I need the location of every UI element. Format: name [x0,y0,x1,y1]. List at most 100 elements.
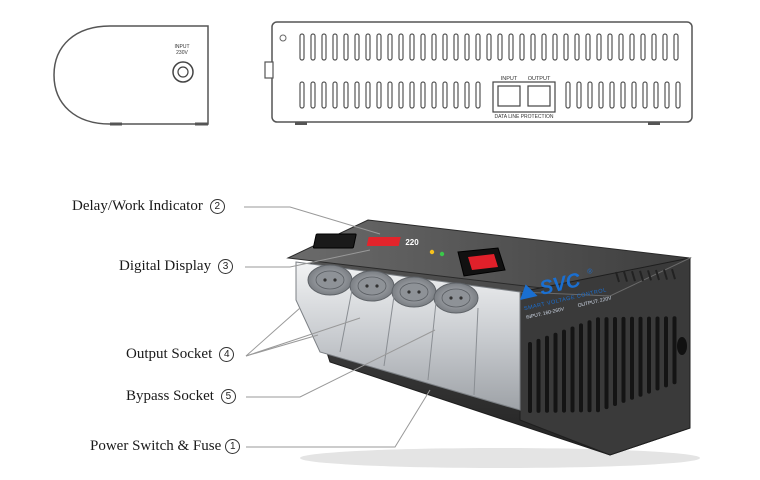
top-vent-slot [647,270,652,281]
rear-vent-slot [642,81,648,109]
front-vent-slot [604,317,609,410]
rear-vent-slot [343,33,349,61]
rear-vent-slot [354,33,360,61]
rear-vent-slot [563,33,569,61]
rear-view-drawing: INPUT OUTPUT DATA LINE PROTECTION [264,21,693,125]
rear-vent-slot [332,33,338,61]
callout-number: 4 [219,347,235,362]
rear-vent-slot [453,81,459,109]
socket-recess [399,282,429,302]
rear-output-port-label: OUTPUT [528,76,551,82]
side-input-label: INPUT [175,44,190,50]
rear-vent-slot [587,81,593,109]
rear-vent-slot [387,33,393,61]
callout-power-switch-fuse: Power Switch & Fuse 1 [90,438,241,455]
digital-display [312,233,357,249]
socket-pin-hole [417,290,421,294]
rear-vent-slot [662,33,668,61]
rear-vent-slot [508,33,514,61]
rear-vent-slot [596,33,602,61]
rear-vent-slot [541,33,547,61]
top-vent-slot [663,269,668,280]
rear-vent-slot [365,33,371,61]
rear-vent-slot [585,33,591,61]
side-view-drawing: INPUT 230V [53,25,209,126]
front-vent-slot [613,317,617,406]
top-vent-slot [639,270,644,282]
callout-label: Digital Display [119,258,212,274]
front-vent-slot [647,316,651,394]
power-switch[interactable] [457,247,506,277]
rear-vent-slot [598,81,604,109]
top-vent-slot [615,271,620,283]
socket-pin-hole [365,284,369,288]
front-vent-slot [630,316,634,400]
rear-vent-slot [299,81,305,109]
callout-number: 3 [218,259,234,274]
socket-pin-hole [459,296,463,300]
rear-vent-slot [299,33,305,61]
display-value: 220 [405,238,419,247]
rear-vent-slot [620,81,626,109]
callout-number: 5 [220,389,236,404]
callout-output-socket: Output Socket 4 [126,346,235,363]
rear-vent-slot [321,81,327,109]
rear-vent-slot [565,81,571,109]
socket-pin-hole [323,278,327,282]
rear-vent-slot [475,81,481,109]
socket-pin-hole [375,284,379,288]
callout-label: Bypass Socket [126,388,214,404]
socket-pin-hole [449,296,453,300]
front-vent-slot [545,335,549,413]
socket-recess [441,288,471,308]
front-vent-slot [562,329,566,413]
socket-recess [357,276,387,296]
callout-label: Output Socket [126,346,213,362]
front-vent-slot [621,316,626,403]
top-vent-slot [631,270,636,282]
callout-label: Power Switch & Fuse [90,438,222,454]
rear-vent-slot [576,81,582,109]
rear-vent-slot [398,81,404,109]
rear-vent-slot [442,33,448,61]
delay-indicator-led [429,249,435,255]
front-vent-slot [638,316,643,397]
rear-vent-slot [497,33,503,61]
front-vent-slot [536,338,541,413]
rear-ports-caption: DATA LINE PROTECTION [495,114,554,120]
rear-vent-slot [629,33,635,61]
rear-vent-slot [453,33,459,61]
rear-vent-slot [365,81,371,109]
callout-leaders [244,206,436,448]
rear-vent-slot [409,33,415,61]
work-indicator-led [439,251,445,257]
front-vent-slot [672,316,677,385]
rear-vent-slot [409,81,415,109]
input-jack-icon [172,61,194,83]
rear-vent-slot [310,81,316,109]
socket-pin-hole [407,290,411,294]
rear-vent-slot [574,33,580,61]
front-vent-slot [570,326,575,413]
socket-pin-hole [333,278,337,282]
callout-number: 2 [209,199,225,214]
rear-vent-slot [431,81,437,109]
side-fuse-knob[interactable] [677,337,687,355]
rear-vent-slot [420,33,426,61]
rear-vent-slot [420,81,426,109]
rear-vent-slot [376,33,382,61]
rear-vent-slot [519,33,525,61]
rear-vent-slot [640,33,646,61]
front-vent-slot [553,332,558,413]
brand-logo-icon [520,284,538,300]
top-vent-slot [655,269,660,281]
rear-vent-slot [310,33,316,61]
rear-vent-slot [552,33,558,61]
front-vent-slot [655,316,660,391]
callout-delay-work-indicator: Delay/Work Indicator 2 [72,198,225,215]
rear-input-port-label: INPUT [501,76,518,82]
callout-digital-display: Digital Display 3 [119,258,234,275]
front-vent-slot [528,342,532,413]
rear-vent-slot [618,33,624,61]
